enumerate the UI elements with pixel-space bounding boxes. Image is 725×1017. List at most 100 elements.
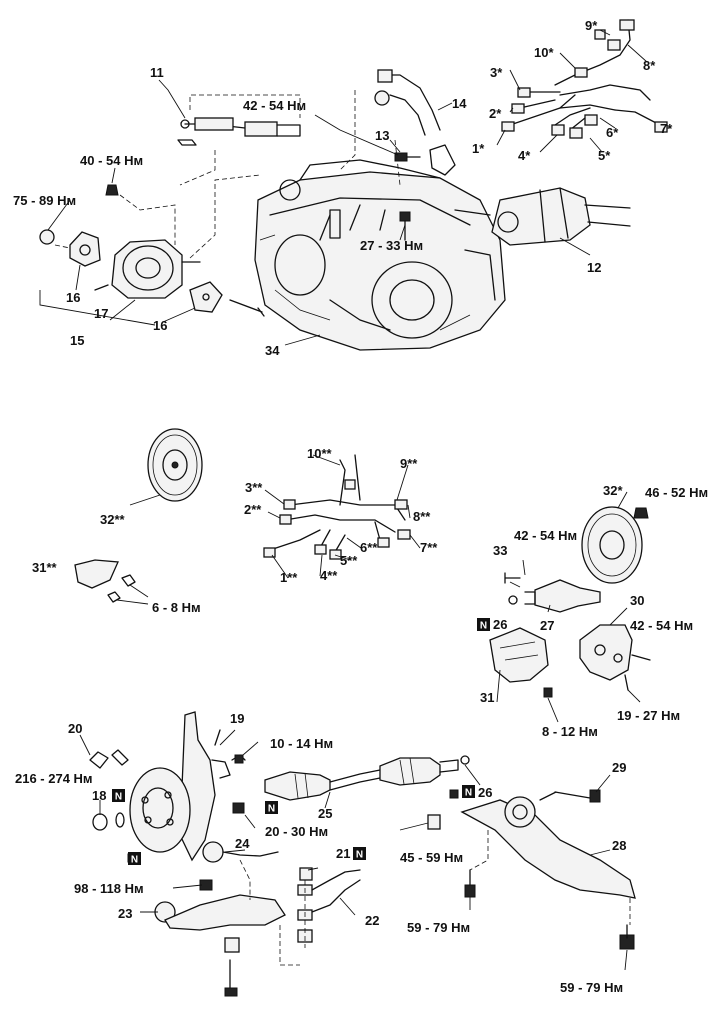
- label-26b: 26: [478, 785, 492, 800]
- transmission-case: [254, 159, 506, 351]
- label-5ss: 5**: [340, 553, 358, 568]
- label-34: 34: [265, 343, 280, 358]
- label-30: 30: [630, 593, 644, 608]
- label-11: 11: [150, 65, 164, 80]
- n-marker-21: [353, 847, 366, 860]
- torque-59-79-right: 59 - 79 Нм: [560, 980, 623, 995]
- label-29: 29: [612, 760, 626, 775]
- torque-6-8: 6 - 8 Нм: [152, 600, 201, 615]
- label-7ss: 7**: [420, 540, 438, 555]
- torque-40-54: 40 - 54 Нм: [80, 153, 143, 168]
- starter-motor: [491, 187, 631, 256]
- stabilizer-bushings: [297, 867, 361, 948]
- n-marker-21-text: N: [356, 850, 363, 861]
- torque-19-27: 19 - 27 Нм: [617, 708, 680, 723]
- n-marker-26b: [462, 785, 475, 798]
- label-21: 21: [336, 846, 350, 861]
- label-4ss: 4**: [320, 568, 338, 583]
- label-9ss: 9**: [400, 456, 418, 471]
- label-26a: 26: [493, 617, 507, 632]
- steering-knuckle-hub: [89, 711, 216, 862]
- n-markers: N N N N N N: [112, 618, 490, 866]
- drive-plate-32-single: [581, 506, 649, 584]
- label-5s: 5*: [598, 148, 611, 163]
- label-1ss: 1**: [280, 570, 298, 585]
- torque-42-54-right: 42 - 54 Нм: [630, 618, 693, 633]
- n-marker-nut-text: N: [268, 804, 275, 815]
- label-6ss: 6**: [360, 540, 378, 555]
- torque-46-52: 46 - 52 Нм: [645, 485, 708, 500]
- label-14: 14: [452, 96, 467, 111]
- label-24: 24: [235, 836, 250, 851]
- label-8s: 8*: [643, 58, 656, 73]
- wire-harness-middle: [263, 454, 411, 560]
- label-17: 17: [94, 306, 108, 321]
- torque-75-89: 75 - 89 Нм: [13, 193, 76, 208]
- crossmember-28: [427, 789, 636, 950]
- label-16b: 16: [153, 318, 167, 333]
- torque-8-12: 8 - 12 Нм: [542, 724, 598, 739]
- n-marker-26a: [477, 618, 490, 631]
- n-marker-26a-text: N: [480, 621, 487, 632]
- label-15: 15: [70, 333, 84, 348]
- n-marker-18: [112, 789, 125, 802]
- abs-sensor-19: [211, 729, 246, 779]
- n-marker-18-text: N: [115, 792, 122, 803]
- label-31ss: 31**: [32, 560, 58, 575]
- torque-42-54-mid: 42 - 54 Нм: [514, 528, 577, 543]
- label-7s: 7*: [660, 121, 673, 136]
- label-2ss: 2**: [244, 502, 262, 517]
- oil-cooler-hoses: [339, 69, 441, 186]
- n-marker-98: [128, 852, 141, 865]
- label-2s: 2*: [489, 106, 502, 121]
- torque-10-14: 10 - 14 Нм: [270, 736, 333, 751]
- label-25: 25: [318, 806, 332, 821]
- drive-plate-32-double: [147, 428, 203, 502]
- label-1s: 1*: [472, 141, 485, 156]
- part-number-labels: 11 13 14 12 15 16 16 17 34 9* 10* 8* 3* …: [32, 18, 673, 928]
- label-8ss: 8**: [413, 509, 431, 524]
- torque-59-79-left: 59 - 79 Нм: [407, 920, 470, 935]
- label-10s: 10*: [534, 45, 554, 60]
- label-12: 12: [587, 260, 601, 275]
- label-3s: 3*: [490, 65, 503, 80]
- cover-31: [489, 627, 553, 698]
- label-22: 22: [365, 913, 379, 928]
- label-32ss: 32**: [100, 512, 126, 527]
- cover-31-double: [74, 559, 149, 605]
- bracket-30: [579, 624, 651, 691]
- torque-98-118: 98 - 118 Нм: [74, 881, 144, 896]
- torque-216-274: 216 - 274 Нм: [15, 771, 93, 786]
- label-18: 18: [92, 788, 106, 803]
- label-10ss: 10**: [307, 446, 333, 461]
- lower-control-arm-23: [154, 859, 300, 997]
- label-31: 31: [480, 690, 494, 705]
- label-23: 23: [118, 906, 132, 921]
- engine-mount-assembly: [39, 174, 265, 326]
- leader-lines: [47, 29, 670, 971]
- label-20: 20: [68, 721, 82, 736]
- control-cable: [177, 94, 301, 186]
- inner-cv-joint-27: [504, 572, 601, 613]
- label-28: 28: [612, 838, 626, 853]
- n-marker-98-text: N: [131, 855, 138, 866]
- label-16a: 16: [66, 290, 80, 305]
- label-13: 13: [375, 128, 389, 143]
- torque-20-30: 20 - 30 Нм: [265, 824, 328, 839]
- label-9s: 9*: [585, 18, 598, 33]
- label-27: 27: [540, 618, 554, 633]
- label-33: 33: [493, 543, 507, 558]
- bolt-27-33: [399, 211, 411, 241]
- nut-20-30: [232, 802, 256, 829]
- torque-27-33: 27 - 33 Нм: [360, 238, 423, 253]
- label-4s: 4*: [518, 148, 531, 163]
- label-19: 19: [230, 711, 244, 726]
- wire-harness-top: [501, 19, 668, 139]
- torque-42-54-top: 42 - 54 Нм: [243, 98, 306, 113]
- n-marker-26b-text: N: [465, 788, 472, 799]
- label-32s: 32*: [603, 483, 623, 498]
- drive-shaft-25: [264, 755, 470, 801]
- torque-labels: 42 - 54 Нм 40 - 54 Нм 75 - 89 Нм 27 - 33…: [13, 98, 708, 995]
